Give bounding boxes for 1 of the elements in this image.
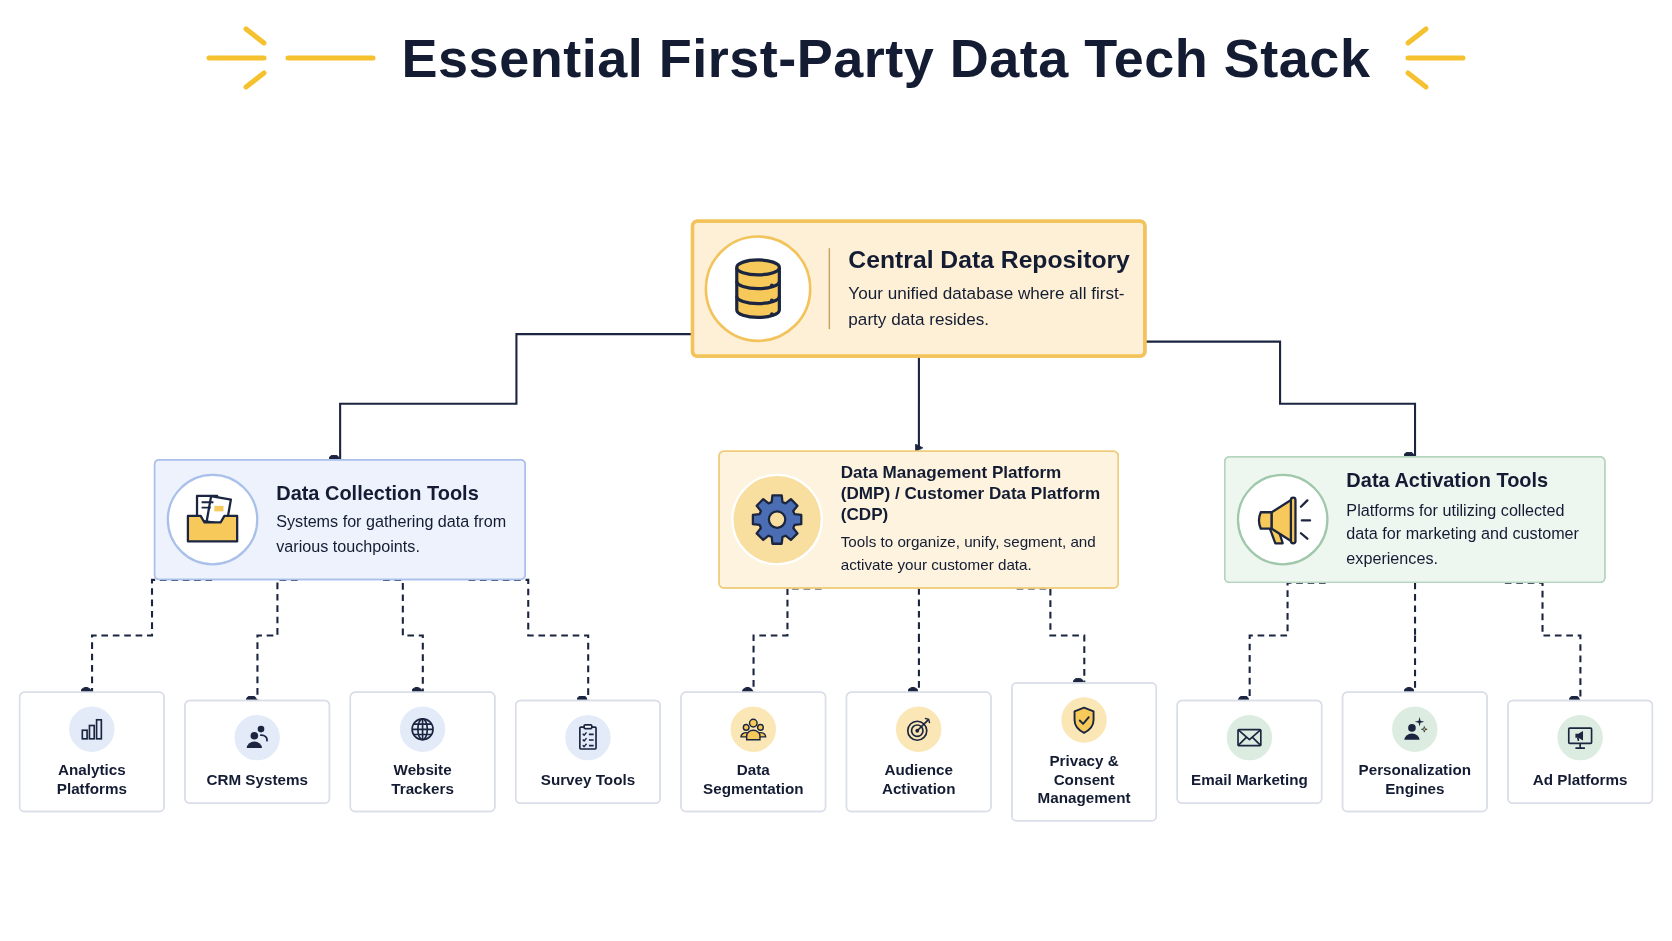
- diagram-title: Essential First-Party Data Tech Stack: [401, 27, 1371, 89]
